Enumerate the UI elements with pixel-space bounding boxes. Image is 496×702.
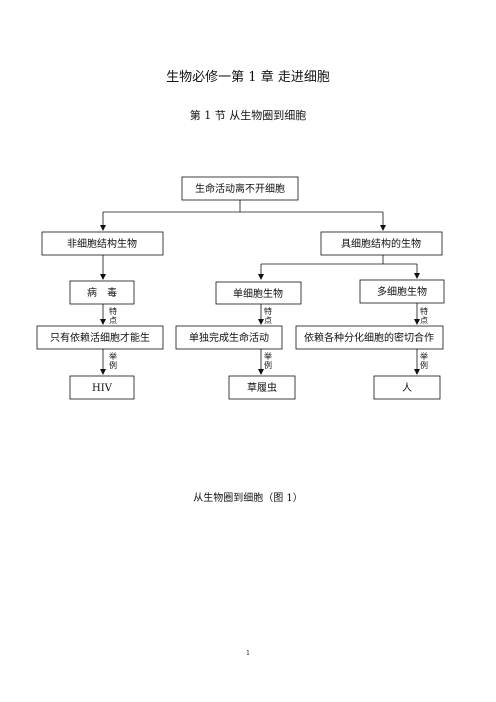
multicellular-text: 多细胞生物 — [377, 285, 427, 298]
virus-text: 病 毒 — [87, 286, 117, 299]
virus-box — [69, 280, 135, 305]
page-title: 生物必修一第 1 章 走进细胞 — [166, 70, 330, 85]
unicellular-example-text: 草履虫 — [247, 382, 277, 394]
multicellular-example-label-1: 举 — [420, 351, 428, 361]
page-number: 1 — [246, 650, 250, 657]
multicellular-feature-box — [295, 325, 444, 350]
figure-caption: 从生物圈到细胞（图 1） — [193, 493, 303, 504]
multicellular-example-label-2: 例 — [420, 360, 428, 370]
unicellular-feature-box — [175, 325, 283, 350]
virus-example-label-2: 例 — [109, 360, 117, 370]
unicellular-example-label-2: 例 — [264, 360, 272, 370]
virus-feature-label-1: 特 — [109, 306, 117, 316]
multicellular-feature-label-1: 特 — [420, 306, 428, 316]
virus-example-box — [69, 375, 135, 400]
unicellular-feature-text: 单独完成生命活动 — [189, 331, 269, 344]
root-text: 生命活动离不开细胞 — [195, 182, 285, 195]
right-branch-text: 具细胞结构的生物 — [341, 237, 421, 250]
unicellular-feature-label-1: 特 — [264, 306, 272, 316]
virus-example-label-1: 举 — [109, 351, 117, 361]
unicellular-example-box — [228, 375, 296, 400]
section-subtitle: 第 1 节 从生物圈到细胞 — [189, 109, 307, 122]
multicellular-feature-label-2: 点 — [420, 316, 428, 325]
left-branch-text: 非细胞结构生物 — [67, 237, 137, 250]
unicellular-text: 单细胞生物 — [233, 287, 283, 300]
right-branch-box — [320, 231, 443, 256]
multicellular-box — [359, 279, 445, 304]
virus-feature-box — [36, 325, 164, 350]
virus-example-text: HIV — [92, 383, 113, 394]
multicellular-example-box — [373, 375, 441, 400]
virus-feature-text: 只有依赖活细胞才能生 — [50, 331, 150, 344]
multicellular-example-text: 人 — [402, 382, 412, 394]
virus-feature-label-2: 点 — [109, 316, 117, 325]
unicellular-example-label-1: 举 — [264, 351, 272, 361]
unicellular-box — [215, 281, 302, 305]
multicellular-feature-text: 依赖各种分化细胞的密切合作 — [304, 331, 434, 344]
left-branch-box — [41, 231, 164, 256]
unicellular-feature-label-2: 点 — [264, 316, 272, 325]
